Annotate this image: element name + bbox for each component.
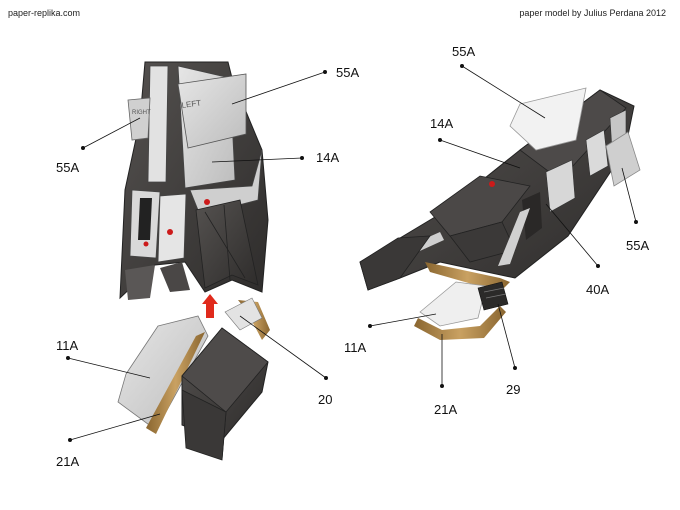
label-20: 20	[318, 392, 332, 407]
label-55A-top: 55A	[452, 44, 475, 59]
site-name: paper-replika.com	[8, 8, 81, 18]
part-11A-thumb	[419, 281, 487, 327]
label-21A-right: 21A	[434, 402, 457, 417]
right-arm-assembly	[359, 87, 641, 340]
left-view-labels: 55A 55A 14A 11A 21A 20	[56, 65, 359, 469]
label-55A-right: 55A	[626, 238, 649, 253]
marker-dot	[204, 199, 210, 205]
label-21A-left: 21A	[56, 454, 79, 469]
right-view-labels: 55A 14A 55A 40A 11A 29 21A	[344, 44, 649, 417]
part-21A-strip	[146, 332, 205, 434]
label-14A-right: 14A	[430, 116, 453, 131]
part-29-gold-edge	[425, 262, 510, 292]
label-55A-upper-right: 55A	[336, 65, 359, 80]
part-dark-block	[181, 327, 269, 461]
label-11A-right: 11A	[344, 340, 366, 355]
label-14A-left: 14A	[316, 150, 339, 165]
part-21A-thumb-strip	[414, 306, 506, 340]
marker-dot	[489, 181, 495, 187]
label-55A-left: 55A	[56, 160, 79, 175]
part-55A-side-flap	[605, 131, 641, 187]
part-55A-left-tag-flap: LEFT	[177, 73, 247, 149]
flap-tag-left: LEFT	[181, 98, 202, 110]
left-arm-assembly: LEFT RIGHT	[117, 61, 270, 461]
author-credit: paper model by Julius Perdana 2012	[519, 8, 666, 18]
label-11A-left: 11A	[56, 338, 78, 353]
label-40A: 40A	[586, 282, 609, 297]
assembly-arrow	[202, 294, 218, 318]
flap-tag-right: RIGHT	[132, 110, 151, 116]
part-29-hinge	[477, 281, 509, 311]
marker-dot	[167, 229, 173, 235]
label-29: 29	[506, 382, 520, 397]
part-55A-top-flap	[509, 87, 587, 151]
marker-dot	[143, 241, 149, 247]
part-55A-right-tag-flap: RIGHT	[127, 97, 151, 141]
part-14A-tower	[119, 61, 269, 300]
